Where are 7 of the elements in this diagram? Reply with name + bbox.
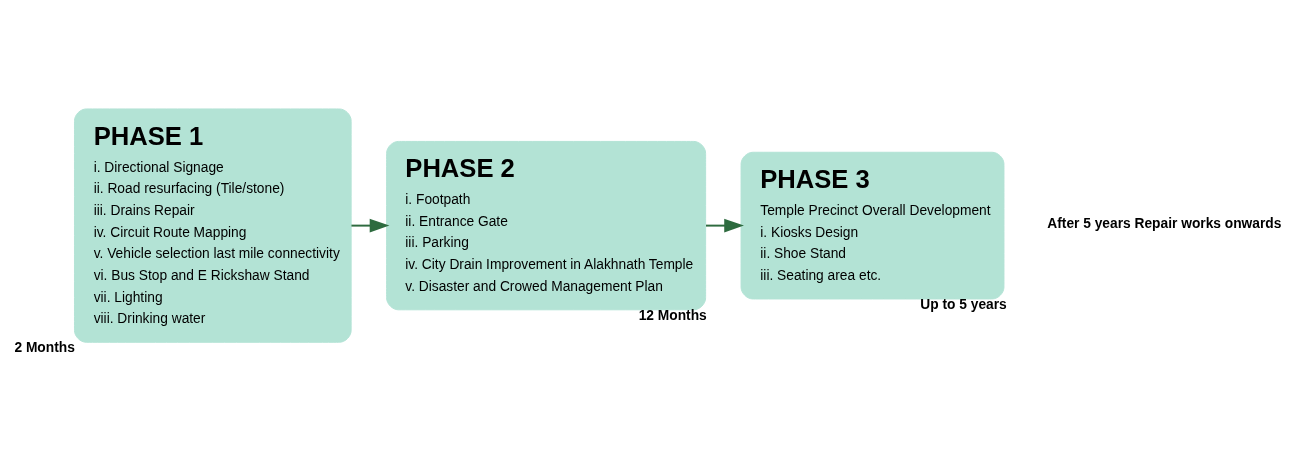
node-box: PHASE 3 Temple Precinct Overall Development i. Kiosks Design ii. Shoe Stand iii. Seating area etc.	[740, 151, 1005, 300]
arrow	[705, 218, 744, 233]
node-label: Up to 5 years	[920, 297, 1007, 313]
label: After 5 years Repair works onwards	[1047, 216, 1282, 232]
arrow	[350, 218, 390, 233]
node-label: 2 Months	[14, 340, 75, 356]
node-box: PHASE 1 i. Directional Signage ii. Road resurfacing (Tile/stone) iii. Drains Repair iv. Circuit Route Mapping v. Vehicle selection last mile connectivity vi. Bus Stop and E Rickshaw Stand vii. Lighting viii. Drinking water	[74, 108, 352, 343]
